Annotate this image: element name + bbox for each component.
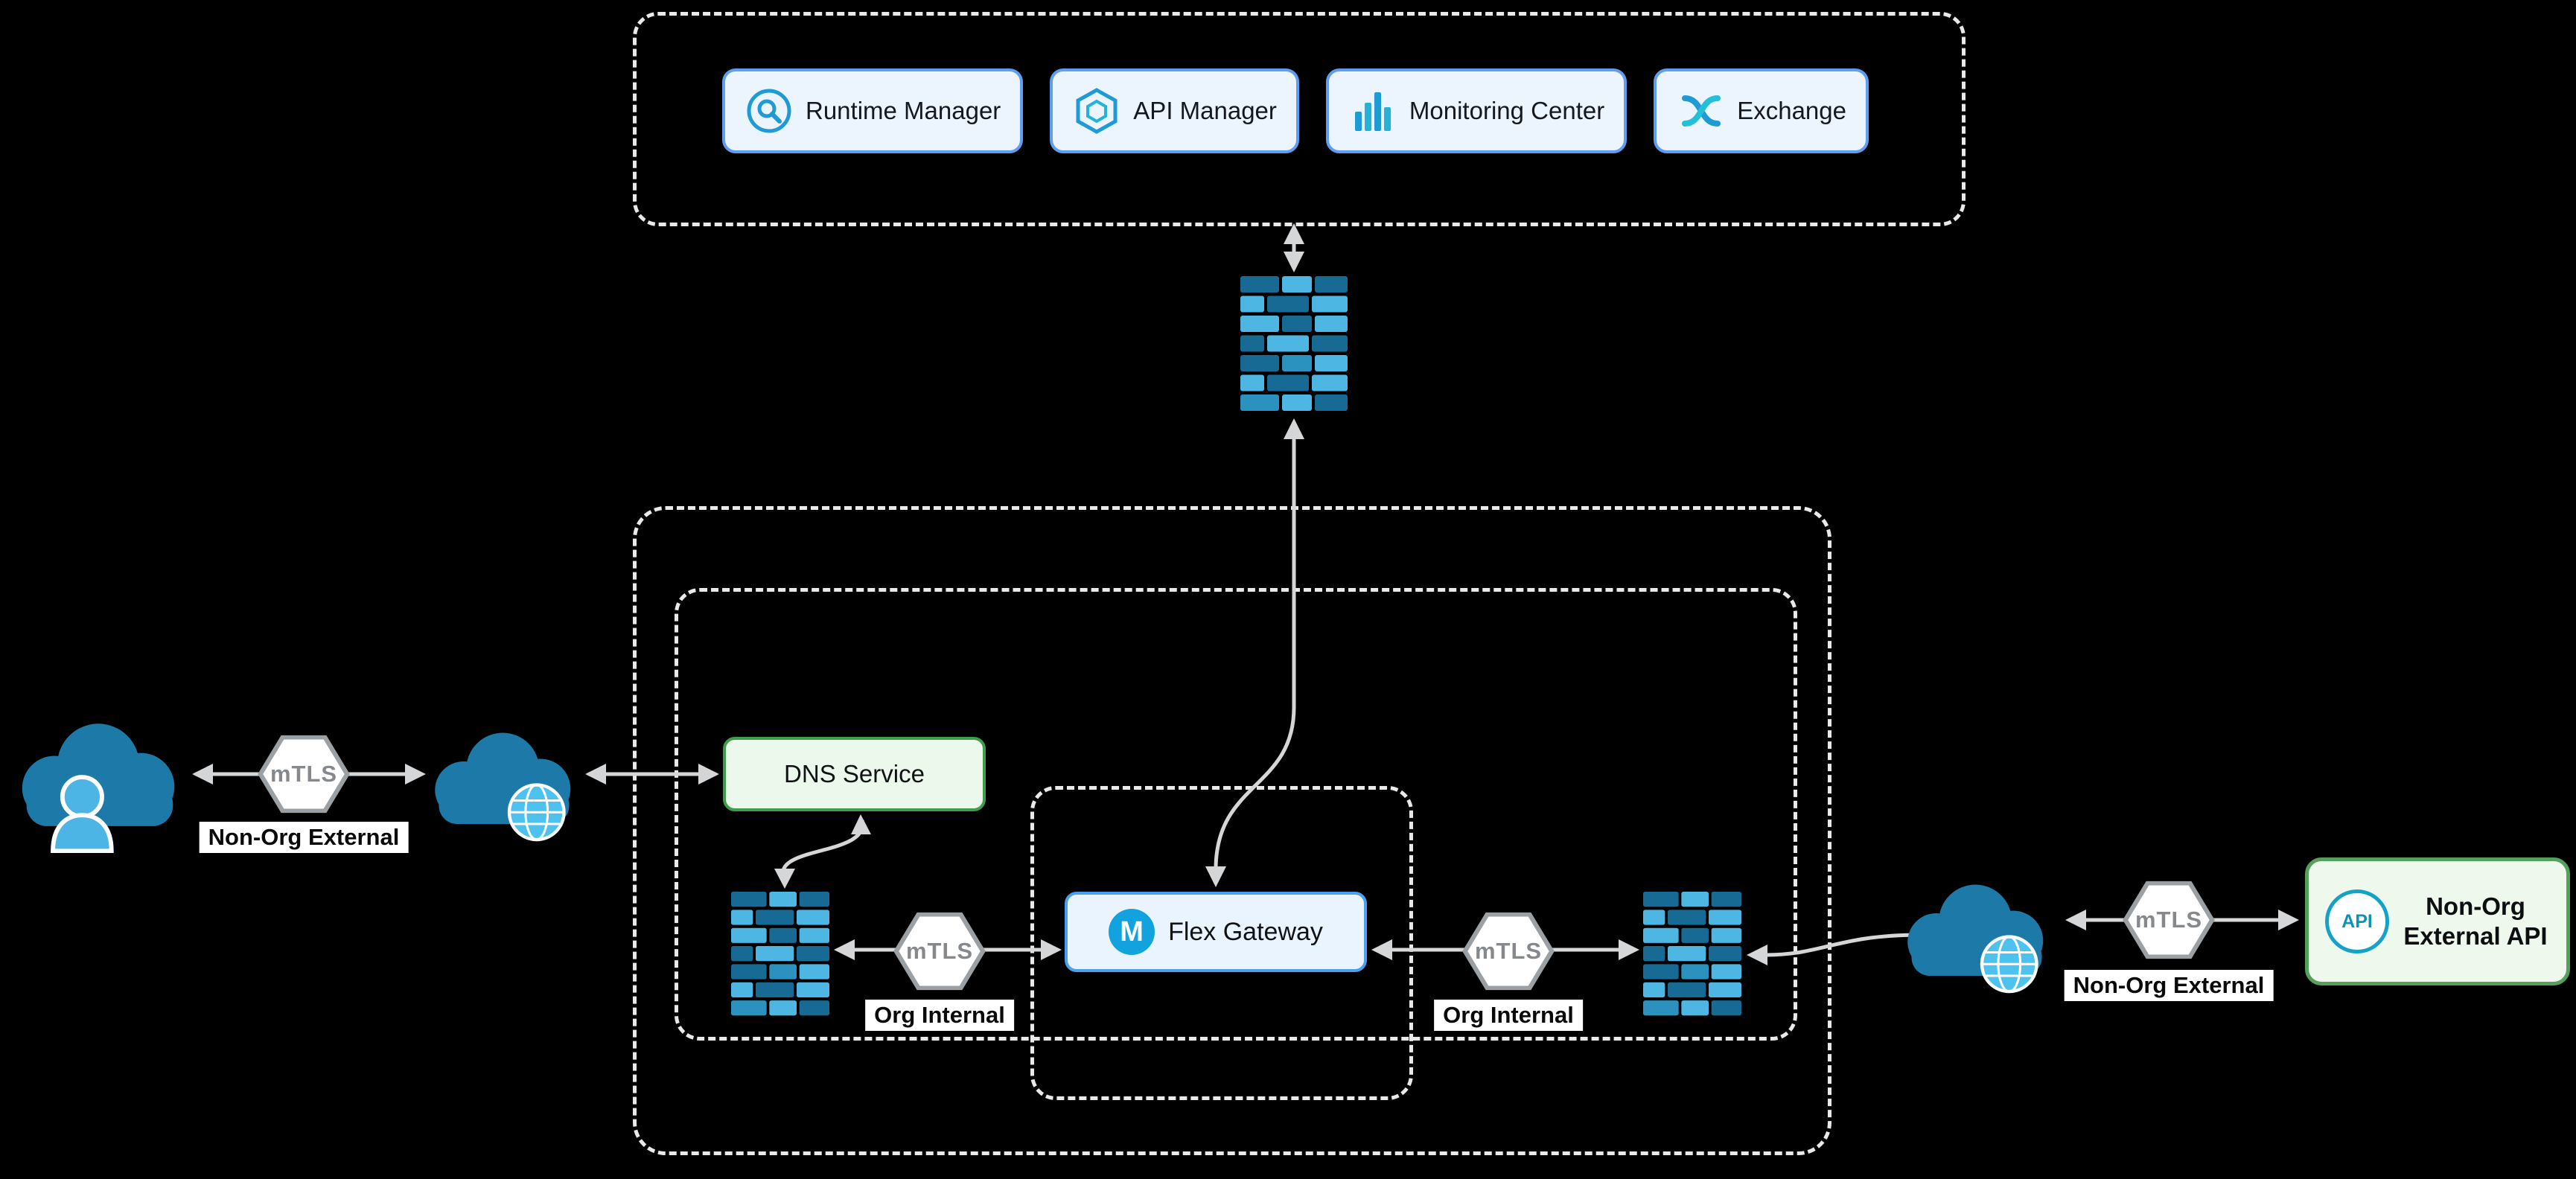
org-network-inner-container — [675, 588, 1797, 1041]
node-label: Runtime Manager — [806, 97, 1001, 124]
api-circle-icon: API — [2325, 889, 2389, 953]
control-plane-row: Runtime Manager API Manager Monitoring C… — [633, 68, 1958, 153]
external-user-cloud — [12, 706, 188, 854]
mtls-hexagon-right-external: mTLS — [2123, 878, 2215, 962]
firewall-icon-top — [1240, 276, 1348, 414]
chip-non-org-external-right: Non-Org External — [2064, 970, 2274, 1001]
firewall-icon-right — [1643, 892, 1741, 1018]
runtime-manager-icon — [747, 89, 791, 133]
person-icon — [51, 775, 114, 854]
mtls-label: mTLS — [905, 938, 974, 964]
mtls-label: mTLS — [1474, 938, 1543, 964]
firewall-icon-left — [731, 892, 829, 1018]
node-flex-gateway: M Flex Gateway — [1065, 892, 1367, 972]
node-label: DNS Service — [784, 760, 925, 787]
mtls-hexagon-org-internal-right: mTLS — [1462, 910, 1555, 993]
mule-logo-icon: M — [1109, 909, 1155, 955]
node-label: Flex Gateway — [1168, 917, 1323, 946]
monitoring-center-icon — [1354, 92, 1391, 131]
internet-cloud-left — [426, 713, 582, 851]
chip-org-internal-left: Org Internal — [865, 1000, 1014, 1031]
mtls-hexagon-org-internal-left: mTLS — [893, 910, 986, 993]
node-external-api: API Non-Org External API — [2305, 857, 2570, 985]
mtls-label: mTLS — [2135, 907, 2203, 933]
node-runtime-manager: Runtime Manager — [722, 68, 1024, 153]
node-label: Exchange — [1737, 97, 1846, 124]
chip-non-org-external-left: Non-Org External — [199, 822, 409, 853]
api-manager-icon — [1076, 88, 1118, 134]
mtls-label: mTLS — [270, 761, 338, 787]
control-plane-container — [633, 12, 1966, 226]
globe-icon — [1980, 935, 2038, 994]
globe-icon — [507, 783, 566, 842]
node-api-manager: API Manager — [1050, 68, 1299, 153]
internet-cloud-right — [1898, 865, 2055, 1003]
exchange-icon — [1682, 95, 1721, 127]
org-network-outer-container — [633, 506, 1831, 1155]
node-dns-service: DNS Service — [723, 737, 986, 811]
chip-org-internal-right: Org Internal — [1434, 1000, 1583, 1031]
node-label: API Manager — [1133, 97, 1277, 124]
node-exchange: Exchange — [1654, 68, 1869, 153]
mtls-hexagon-left-external: mTLS — [258, 732, 350, 816]
flex-gateway-container — [1030, 786, 1413, 1100]
node-monitoring-center: Monitoring Center — [1325, 68, 1627, 153]
node-label: Non-Org External API — [2403, 892, 2548, 950]
node-label: Monitoring Center — [1409, 97, 1605, 124]
